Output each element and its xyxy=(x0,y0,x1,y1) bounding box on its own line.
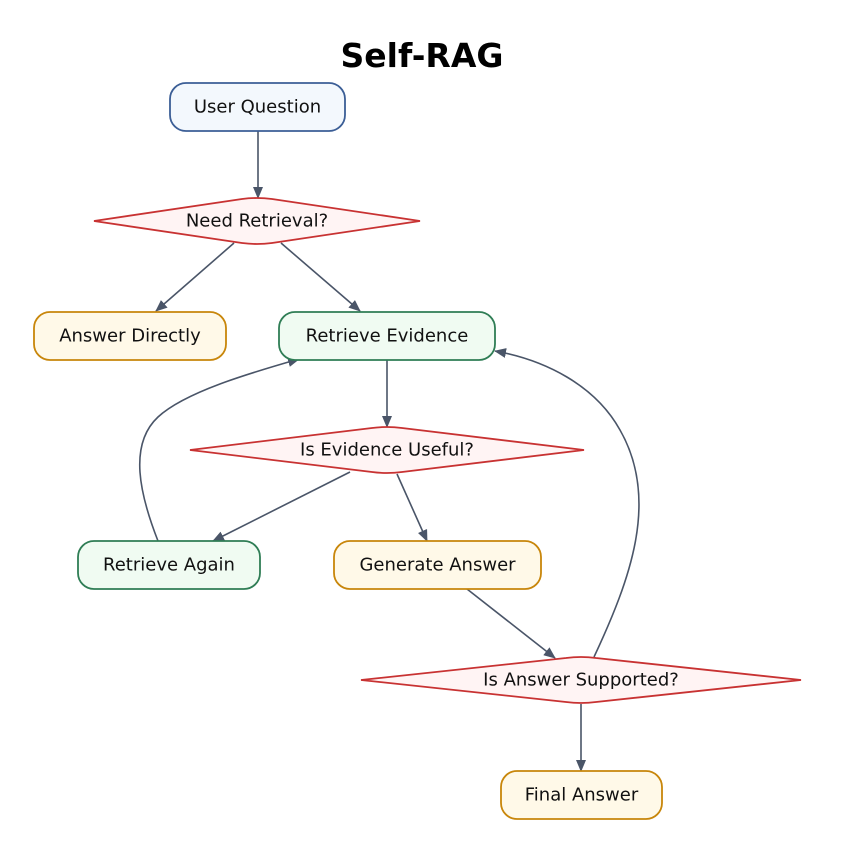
node-retrieve-again: Retrieve Again xyxy=(77,540,261,590)
node-label-answer-directly: Answer Directly xyxy=(59,326,201,347)
node-label-is-answer-supported: Is Answer Supported? xyxy=(483,670,679,691)
process-box xyxy=(33,311,227,361)
node-generate-answer: Generate Answer xyxy=(333,540,542,590)
edge-need-retrieval-to-retrieve-evidence xyxy=(280,242,361,312)
node-is-answer-supported: Is Answer Supported? xyxy=(360,656,802,704)
process-box xyxy=(77,540,261,590)
edge-is-evidence-useful-to-generate-answer xyxy=(396,473,428,542)
node-label-is-evidence-useful: Is Evidence Useful? xyxy=(300,440,474,461)
decision-diamond xyxy=(189,426,585,474)
process-box xyxy=(333,540,542,590)
node-need-retrieval: Need Retrieval? xyxy=(93,197,421,245)
node-label-retrieve-evidence: Retrieve Evidence xyxy=(306,326,469,347)
process-box xyxy=(500,770,663,820)
node-answer-directly: Answer Directly xyxy=(33,311,227,361)
process-box xyxy=(169,82,346,132)
node-label-need-retrieval: Need Retrieval? xyxy=(186,211,328,232)
node-label-retrieve-again: Retrieve Again xyxy=(103,555,235,576)
node-label-user-question: User Question xyxy=(194,97,321,118)
decision-diamond xyxy=(360,656,802,704)
node-final-answer: Final Answer xyxy=(500,770,663,820)
decision-diamond xyxy=(93,197,421,245)
edge-generate-answer-to-is-answer-supported xyxy=(466,588,556,659)
node-label-generate-answer: Generate Answer xyxy=(359,555,516,576)
edges-layer xyxy=(138,131,640,772)
edge-is-answer-supported-to-retrieve-evidence xyxy=(494,348,640,658)
edge-retrieve-again-to-retrieve-evidence xyxy=(138,357,300,542)
diagram-title: Self-RAG xyxy=(341,36,504,75)
node-is-evidence-useful: Is Evidence Useful? xyxy=(189,426,585,474)
node-retrieve-evidence: Retrieve Evidence xyxy=(278,311,496,361)
process-box xyxy=(278,311,496,361)
edge-is-evidence-useful-to-retrieve-again xyxy=(212,471,351,542)
node-user-question: User Question xyxy=(169,82,346,132)
edge-need-retrieval-to-answer-directly xyxy=(155,242,235,312)
node-label-final-answer: Final Answer xyxy=(525,785,639,806)
